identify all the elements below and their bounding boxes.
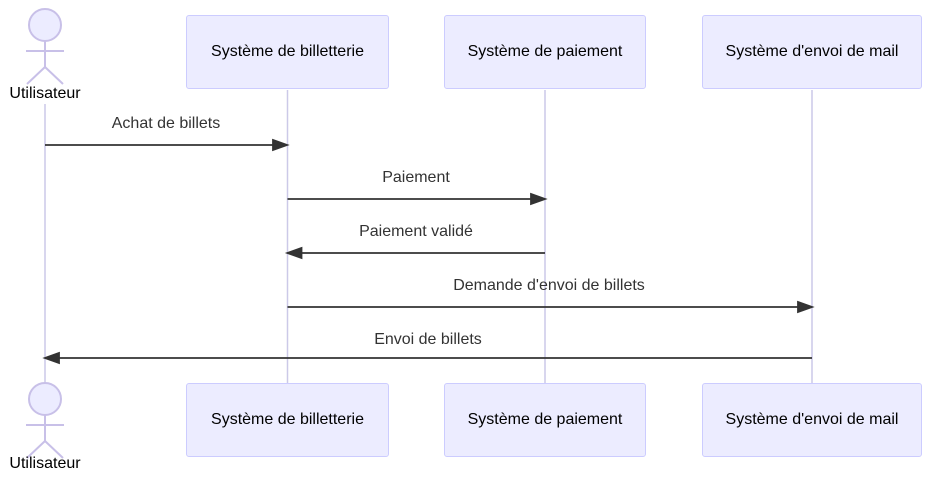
- participant-paiement-bottom: Système de paiement: [444, 383, 646, 457]
- participant-billetterie-bottom: Système de billetterie: [186, 383, 389, 457]
- actor-leg-right: [44, 66, 64, 85]
- participant-label: Système d'envoi de mail: [725, 43, 899, 60]
- participant-paiement-top: Système de paiement: [444, 15, 646, 89]
- participant-label: Système de billetterie: [211, 411, 364, 428]
- actor-leg-right: [44, 440, 64, 459]
- actor-figure-bottom: [26, 382, 64, 459]
- participant-label: Système de paiement: [467, 43, 623, 60]
- actor-label-top: Utilisateur: [9, 85, 81, 102]
- actor-label-bottom: Utilisateur: [9, 455, 81, 472]
- actor-figure-top: [26, 8, 64, 85]
- participant-label: Système de billetterie: [211, 43, 364, 60]
- message-label-paiement: Paiement: [382, 169, 450, 186]
- message-label-paiement-valide: Paiement validé: [359, 223, 473, 240]
- message-arrows: [42, 138, 815, 365]
- participant-label: Système d'envoi de mail: [725, 411, 899, 428]
- actor-head: [28, 382, 62, 416]
- arrowhead-right: [530, 192, 548, 206]
- message-label-achat-de-billets: Achat de billets: [111, 115, 221, 132]
- participant-label: Système de paiement: [467, 411, 623, 428]
- actor-leg-left: [26, 440, 46, 459]
- arrowhead-left: [42, 351, 60, 365]
- participant-mail-top: Système d'envoi de mail: [702, 15, 922, 89]
- participant-billetterie-top: Système de billetterie: [186, 15, 389, 89]
- arrowhead-right: [272, 138, 290, 152]
- participant-mail-bottom: Système d'envoi de mail: [702, 383, 922, 457]
- message-label-demande-envoi: Demande d'envoi de billets: [453, 277, 645, 294]
- actor-head: [28, 8, 62, 42]
- arrowhead-left: [284, 246, 303, 260]
- message-label-envoi-de-billets: Envoi de billets: [374, 331, 482, 348]
- actor-leg-left: [26, 66, 46, 85]
- arrowhead-right: [797, 300, 815, 314]
- lifelines: [44, 90, 813, 383]
